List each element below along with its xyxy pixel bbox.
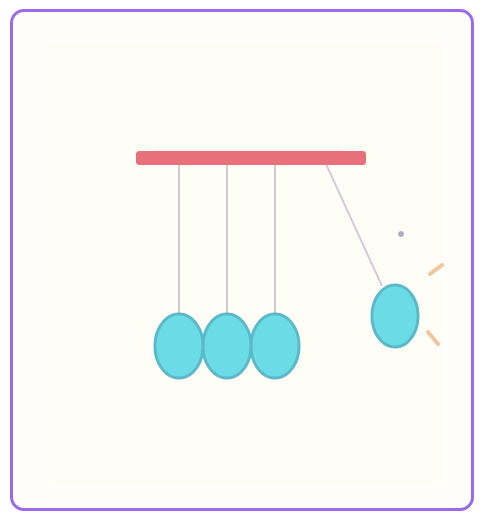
cradle-top-bar <box>136 151 366 165</box>
motion-mark-upper <box>430 265 442 274</box>
ball-1 <box>155 314 203 378</box>
motion-mark-lower <box>428 332 438 344</box>
ball-3 <box>251 314 299 378</box>
string-4 <box>326 164 382 286</box>
motion-dot <box>398 231 404 237</box>
ball-2 <box>203 314 251 378</box>
ball-swinging <box>372 285 418 347</box>
